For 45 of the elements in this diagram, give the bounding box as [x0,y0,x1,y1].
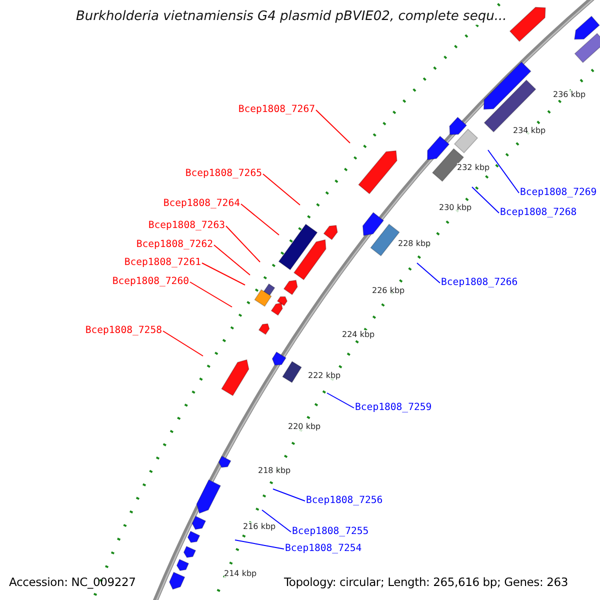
leader-line [262,510,292,532]
map-title: Burkholderia vietnamiensis G4 plasmid pBVIE02, complete sequ... [76,9,507,25]
gene-label: Bcep1808_7266 [441,277,518,289]
gene-label: Bcep1808_7261 [124,257,201,269]
gene-label: Bcep1808_7264 [163,198,240,210]
leader-line [272,488,306,502]
gene-label: Bcep1808_7260 [112,276,189,288]
scale-label: 218 kbp [258,466,291,476]
leader-line [416,262,440,284]
topology-note: Topology: circular; Length: 265,616 bp; Genes: 263 [284,575,568,590]
leader-line [316,110,350,144]
gene-label: Bcep1808_7265 [185,168,262,180]
scale-label: 234 kbp [513,126,546,136]
scale-label: 214 kbp [224,569,257,579]
accession-note: Accession: NC_009227 [9,575,136,590]
gene-label: Bcep1808_7255 [292,526,369,538]
leader-line [234,540,284,550]
scale-label: 220 kbp [288,422,321,432]
scale-label: 222 kbp [308,371,341,381]
scale-label: 232 kbp [457,163,490,173]
leader-line [190,282,232,308]
scale-label: 216 kbp [243,522,276,532]
scale-label: 230 kbp [439,203,472,213]
gene-label: Bcep1808_7254 [285,543,362,555]
gene-label: Bcep1808_7269 [520,187,597,199]
leader-line [472,186,500,214]
gene-label: Bcep1808_7259 [355,402,432,414]
leader-line [226,226,260,262]
leader-line [326,392,354,408]
leader-line [262,174,300,206]
scale-label: 226 kbp [372,286,405,296]
gene-label: Bcep1808_7263 [148,220,225,232]
leader-line [488,150,520,194]
scale-label: 236 kbp [553,90,586,100]
gene-label: Bcep1808_7256 [306,495,383,507]
gene-label: Bcep1808_7267 [238,104,315,116]
leader-line [202,262,246,286]
scale-label: 228 kbp [398,239,431,249]
scale-label: 224 kbp [342,330,375,340]
leader-line [162,330,204,356]
gene-label: Bcep1808_7262 [136,239,213,251]
leader-line [214,244,250,276]
leader-line [240,204,280,236]
gene-label: Bcep1808_7268 [500,207,577,219]
gene-label: Bcep1808_7258 [85,325,162,337]
